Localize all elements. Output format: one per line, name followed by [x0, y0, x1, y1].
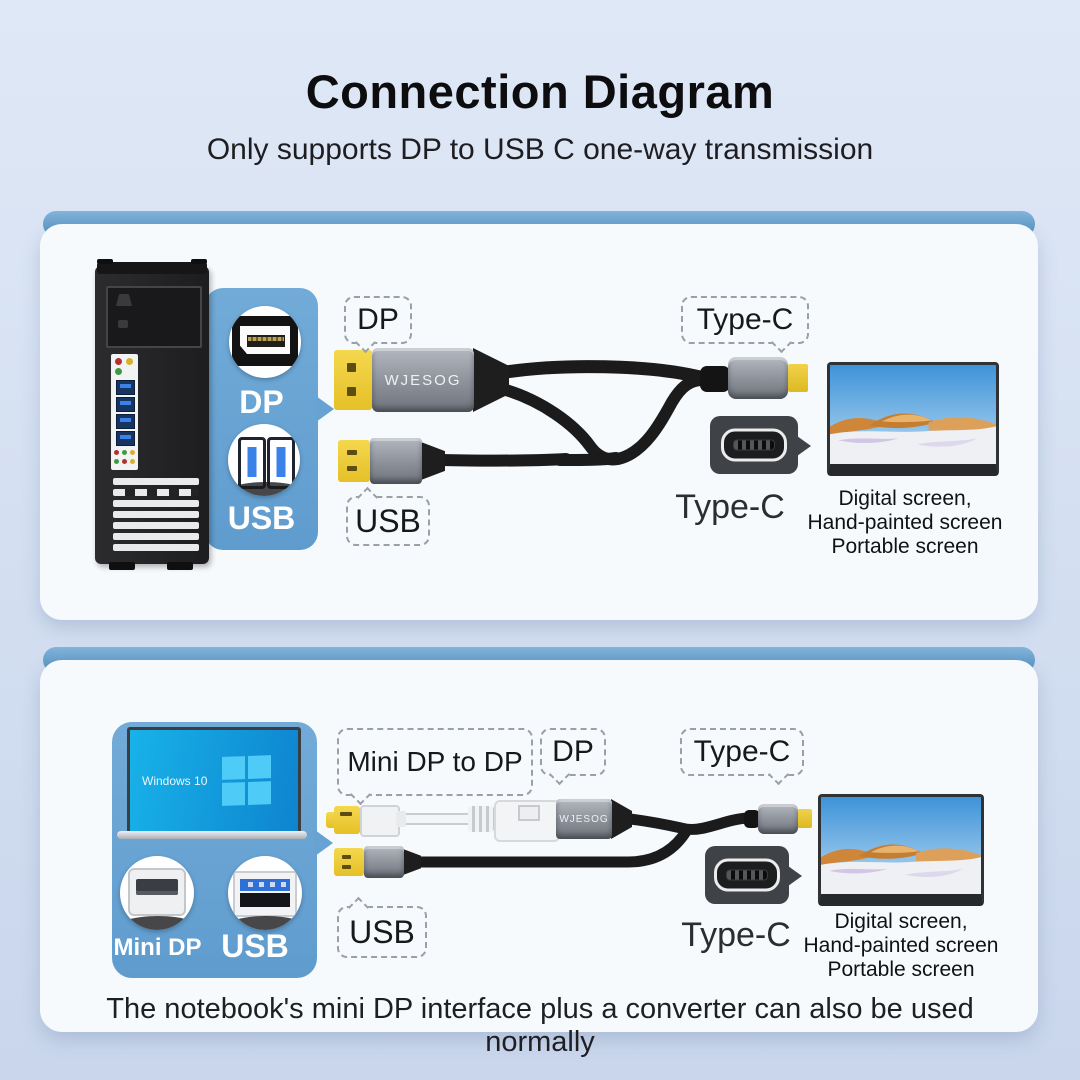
pc-tower [95, 259, 209, 570]
portable-monitor [818, 794, 984, 906]
dp-plug-shape [240, 326, 290, 354]
minidp-port-icon [120, 856, 194, 930]
brand-label: WJESOG [559, 813, 609, 825]
brand-label: WJESOG [384, 371, 462, 389]
monitor-wallpaper [821, 797, 981, 894]
caption-line: Portable screen [827, 958, 975, 981]
caption-line: Portable screen [831, 535, 979, 558]
dp-port-face [232, 316, 298, 366]
adapter-strain-relief [468, 806, 494, 832]
shadow [120, 916, 194, 930]
portable-monitor [827, 362, 999, 476]
dp-bubble: DP [540, 728, 606, 786]
typec-strain-relief [700, 366, 730, 392]
typec-bubble-text: Type-C [693, 735, 791, 768]
caption-line: Hand-painted screen [807, 511, 1003, 534]
tower-foot [109, 562, 135, 570]
typec-slot [726, 869, 768, 881]
callout-pointer [315, 830, 333, 856]
contact [347, 450, 357, 455]
windows-logo-icon [222, 755, 272, 807]
detail [518, 805, 540, 821]
tower-cap [97, 259, 207, 274]
callout-dp-label: DP [239, 384, 284, 420]
usb-bubble: USB [337, 896, 427, 958]
caption-line: Digital screen, [834, 910, 968, 933]
typec-port-label: Type-C [675, 488, 785, 526]
usb-bubble-text: USB [355, 502, 421, 539]
usb-port-icon [228, 856, 302, 930]
typec-slot [733, 439, 775, 451]
typec-plug-tip [788, 364, 808, 392]
monitor-caption: Digital screen, Hand-painted screen Port… [800, 487, 1010, 559]
monitor-wallpaper [830, 365, 996, 464]
shadow [228, 482, 300, 496]
laptop-os-label: Windows 10 [142, 774, 208, 788]
dp-pins [248, 337, 284, 341]
tile-pointer [788, 866, 802, 886]
caption-line: Digital screen, [838, 487, 972, 510]
contact [347, 466, 357, 471]
minidp-plug-tip [326, 812, 336, 828]
dp-port-icon [229, 306, 301, 378]
dp-slot [247, 335, 285, 347]
typec-port-label: Type-C [681, 916, 791, 954]
caption-line: Hand-painted screen [803, 934, 999, 957]
tower-foot [167, 562, 193, 570]
typec-bubble: Type-C [680, 728, 804, 786]
typec-connector-body [758, 804, 798, 834]
dp-bubble-text: DP [552, 735, 594, 768]
contact [347, 363, 356, 372]
contact [342, 855, 351, 859]
shadow [228, 916, 302, 930]
callout-usb-label: USB [221, 928, 289, 964]
dp-bubble-text: DP [357, 303, 399, 336]
typec-bubble-text: Type-C [696, 303, 794, 336]
usb-bubble: USB [346, 486, 430, 546]
tile-pointer [797, 436, 811, 456]
usb-port-a [238, 437, 266, 489]
adapter-molded-body [494, 800, 560, 842]
adapter-bubble: Mini DP to DP [337, 728, 533, 806]
minidp-converter-body [360, 805, 400, 837]
typec-port-icon [705, 846, 802, 904]
usb-plug-connector [334, 848, 364, 876]
dp-connector-body: WJESOG [556, 799, 612, 839]
callout-pointer [316, 396, 334, 422]
typec-port-icon [710, 416, 811, 474]
converter-neck [396, 811, 406, 827]
monitor-caption: Digital screen, Hand-painted screen Port… [795, 910, 1007, 982]
page-title: Connection Diagram [305, 65, 775, 118]
usb-port-b [267, 437, 295, 489]
adapter-bubble-text: Mini DP to DP [347, 746, 523, 777]
callout-usb-label: USB [227, 500, 296, 536]
dp-connector-body: WJESOG [372, 348, 474, 412]
tower-psu [106, 286, 202, 348]
typec-connector-body [728, 357, 788, 399]
minidp-port-face [128, 868, 186, 916]
callout-minidp-label: Mini DP [113, 934, 202, 961]
contact [342, 865, 351, 869]
bottom-note: The notebook's mini DP interface plus a … [106, 993, 974, 1058]
usb-ports-icon [228, 424, 300, 496]
laptop-base [117, 831, 307, 839]
typec-plug-tip [797, 809, 812, 828]
dp-plug-connector [334, 350, 372, 410]
usb-connector-body [364, 846, 404, 878]
usb-plug-connector [338, 440, 370, 482]
page-subtitle: Only supports DP to USB C one-way transm… [206, 133, 874, 166]
typec-bubble: Type-C [681, 296, 809, 354]
contact [340, 812, 352, 816]
tower-slot-covers [113, 478, 201, 554]
laptop: Windows 10 [127, 727, 301, 835]
usb-connector-body [370, 438, 422, 484]
contact [347, 387, 356, 396]
tower-io-panel [111, 354, 138, 470]
usb-port-face [233, 871, 297, 917]
dp-bubble: DP [344, 296, 412, 354]
minidp-plug [334, 806, 360, 834]
usb-bubble-text: USB [349, 913, 415, 950]
